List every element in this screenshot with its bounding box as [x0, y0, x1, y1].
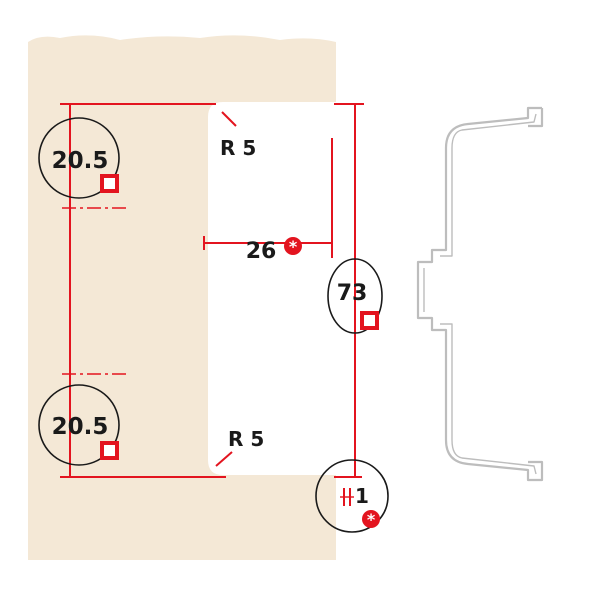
callout-circles	[38, 117, 389, 533]
asterisk-badge-gap: *	[362, 510, 380, 529]
gap-label: 1	[355, 484, 369, 508]
asterisk-badge-width: *	[284, 237, 302, 256]
hole-top-label: 20.5	[52, 148, 109, 174]
square-markers	[100, 174, 379, 460]
height-label: 73	[337, 281, 368, 306]
panel-with-cutout	[28, 35, 336, 560]
square-marker-bottom	[100, 441, 119, 460]
hole-bottom-label: 20.5	[52, 414, 109, 440]
width-label: 26	[246, 239, 277, 264]
profile-section	[416, 106, 544, 482]
callout-hole-bottom	[38, 384, 120, 466]
square-marker-top	[100, 174, 119, 193]
radius-top-leader	[221, 111, 237, 127]
profile-outline-outer	[416, 106, 544, 482]
square-marker-height	[360, 311, 379, 330]
profile-outline-inner	[423, 113, 537, 475]
svg-text:*: *	[289, 237, 298, 256]
radius-bottom-label: R 5	[228, 427, 264, 451]
radius-top-label: R 5	[220, 136, 256, 160]
callout-hole-top	[38, 117, 120, 199]
dimension-lines	[60, 103, 364, 506]
svg-text:*: *	[367, 510, 376, 529]
callout-gap	[315, 459, 389, 533]
callout-height	[327, 258, 383, 334]
radius-bottom-leader	[215, 451, 233, 467]
